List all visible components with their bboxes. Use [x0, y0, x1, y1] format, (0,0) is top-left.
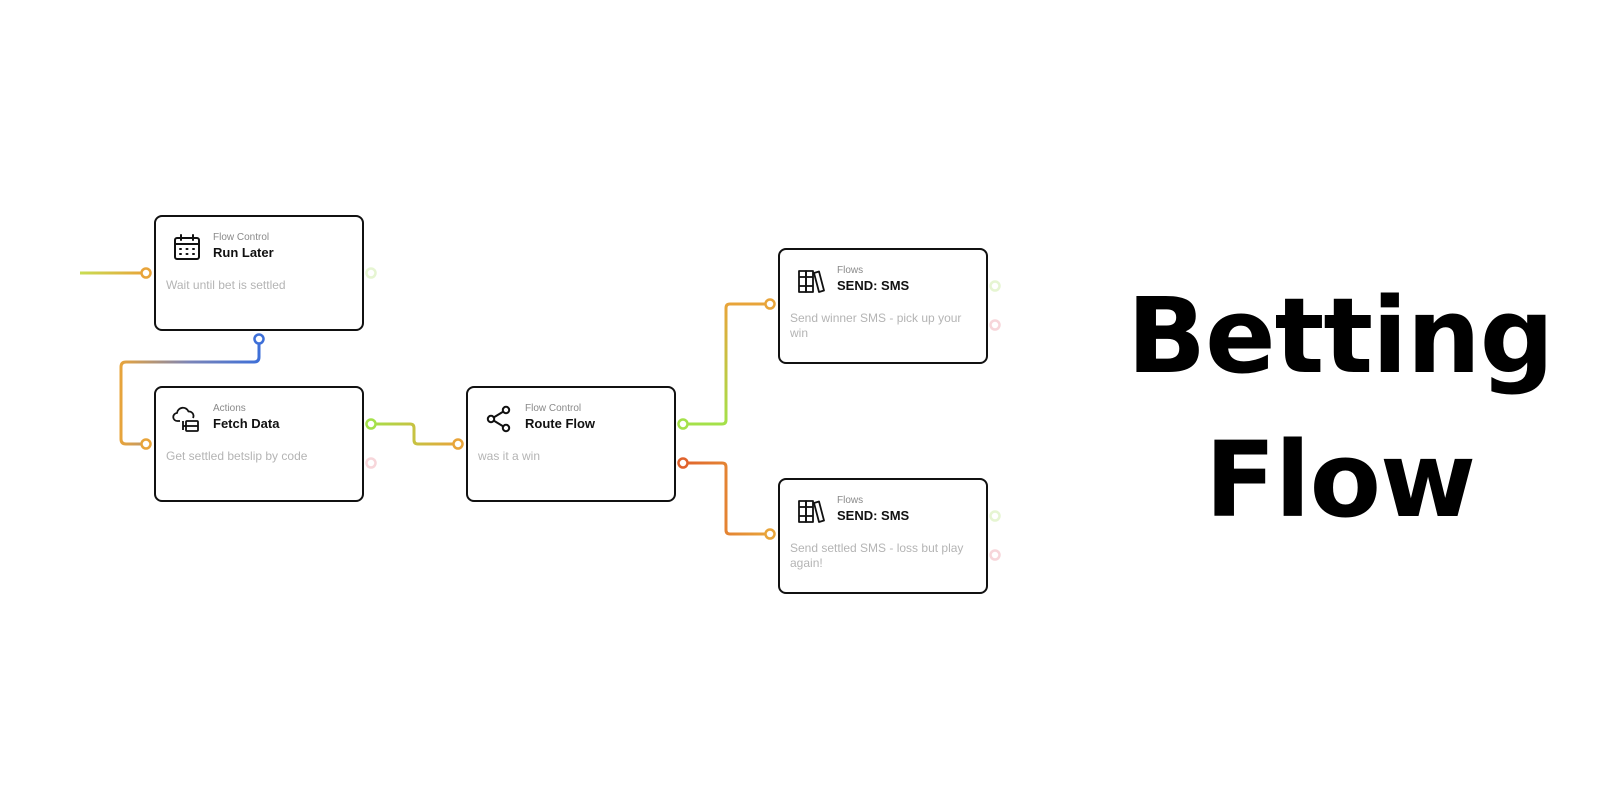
node-category: Actions [213, 403, 246, 414]
port-fetch-data-in[interactable] [140, 438, 152, 450]
node-description: was it a win [478, 449, 541, 463]
node-category: Flow Control [525, 403, 582, 414]
heading-line-2: Flow [1204, 419, 1476, 541]
library-icon [796, 496, 826, 526]
port-run-later-bottom[interactable] [253, 333, 265, 345]
port-fetch-data-error[interactable] [365, 457, 377, 469]
node-title: Route Flow [525, 416, 596, 431]
edge-fetch-data-to-route-flow [368, 422, 458, 446]
node-title: SEND: SMS [837, 278, 910, 293]
port-sms-loss-error[interactable] [989, 549, 1001, 561]
library-icon [796, 266, 826, 296]
node-title: SEND: SMS [837, 508, 910, 523]
node-category: Flow Control [213, 232, 270, 243]
node-send-sms-loss[interactable]: Flows SEND: SMS Send settled SMS - loss … [778, 478, 988, 594]
cloud-database-icon [172, 404, 202, 434]
port-fetch-data-success[interactable] [365, 418, 377, 430]
port-route-flow-true[interactable] [677, 418, 689, 430]
port-route-flow-false[interactable] [677, 457, 689, 469]
node-category: Flows [837, 265, 864, 276]
edge-run-later-to-fetch-data [119, 339, 261, 446]
port-sms-loss-in[interactable] [764, 528, 776, 540]
port-sms-loss-success[interactable] [989, 510, 1001, 522]
share-icon [484, 404, 514, 434]
edge-route-flow-to-sms-win [680, 302, 770, 426]
port-run-later-out[interactable] [365, 267, 377, 279]
port-sms-win-in[interactable] [764, 298, 776, 310]
edge-route-flow-to-sms-loss [680, 461, 770, 536]
node-description: Get settled betslip by code [166, 449, 308, 463]
node-send-sms-win[interactable]: Flows SEND: SMS Send winner SMS - pick u… [778, 248, 988, 364]
port-route-flow-in[interactable] [452, 438, 464, 450]
calendar-icon [172, 233, 202, 263]
port-sms-win-error[interactable] [989, 319, 1001, 331]
node-title: Fetch Data [213, 416, 280, 431]
heading-line-1: Betting [1126, 275, 1554, 397]
node-category: Flows [837, 495, 864, 506]
node-description: Send settled SMS - loss but play again! [790, 541, 964, 570]
node-fetch-data[interactable]: Actions Fetch Data Get settled betslip b… [154, 386, 364, 502]
node-description: Wait until bet is settled [166, 278, 286, 292]
node-route-flow[interactable]: Flow Control Route Flow was it a win [466, 386, 676, 502]
node-title: Run Later [213, 245, 274, 260]
port-sms-win-success[interactable] [989, 280, 1001, 292]
node-description: Send winner SMS - pick up your win [790, 311, 962, 340]
node-run-later[interactable]: Flow Control Run Later Wait until bet is… [154, 215, 364, 331]
port-run-later-in[interactable] [140, 267, 152, 279]
